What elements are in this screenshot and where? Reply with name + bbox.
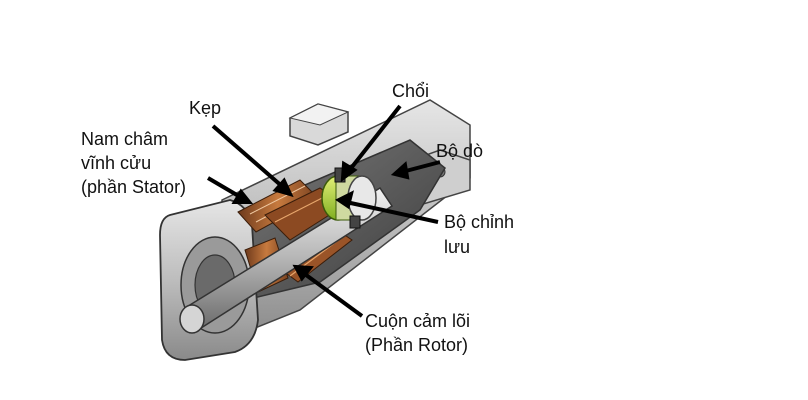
arrowhead-bo-do xyxy=(390,161,410,180)
arrow-bo-chinh-luu xyxy=(345,200,439,224)
label-bo-chinh-luu-line1: Bộ chỉnh xyxy=(444,212,515,232)
label-bo-do: Bộ dò xyxy=(436,141,484,161)
leader-arrows xyxy=(206,104,441,318)
arrow-bo-do xyxy=(401,160,441,174)
brushes xyxy=(334,167,361,229)
arrow-cuon-cam xyxy=(300,270,364,318)
arrow-choi xyxy=(346,104,402,174)
label-kep: Kẹp xyxy=(189,98,222,118)
arrowhead-choi xyxy=(340,160,358,183)
arrowhead-cuon-cam xyxy=(292,264,314,282)
label-bo-chinh-luu-line2: lưu xyxy=(444,237,471,257)
arrowhead-bo-chinh-luu xyxy=(335,190,354,210)
arrowhead-kep xyxy=(272,177,294,198)
motor-shaft xyxy=(179,186,394,334)
label-cuon-cam-line2: (Phần Rotor) xyxy=(365,335,469,355)
label-cuon-cam-line1: Cuộn cảm lõi xyxy=(365,311,471,331)
label-nam-cham-line1: Nam châm xyxy=(81,129,169,149)
label-nam-cham-line3: (phần Stator) xyxy=(81,177,187,197)
arrow-nam-cham xyxy=(206,176,244,200)
label-nam-cham-line2: vĩnh cửu xyxy=(81,153,152,173)
arrowhead-nam-cham xyxy=(231,188,254,204)
label-choi: Chổi xyxy=(392,81,430,101)
arrow-kep xyxy=(211,124,286,190)
